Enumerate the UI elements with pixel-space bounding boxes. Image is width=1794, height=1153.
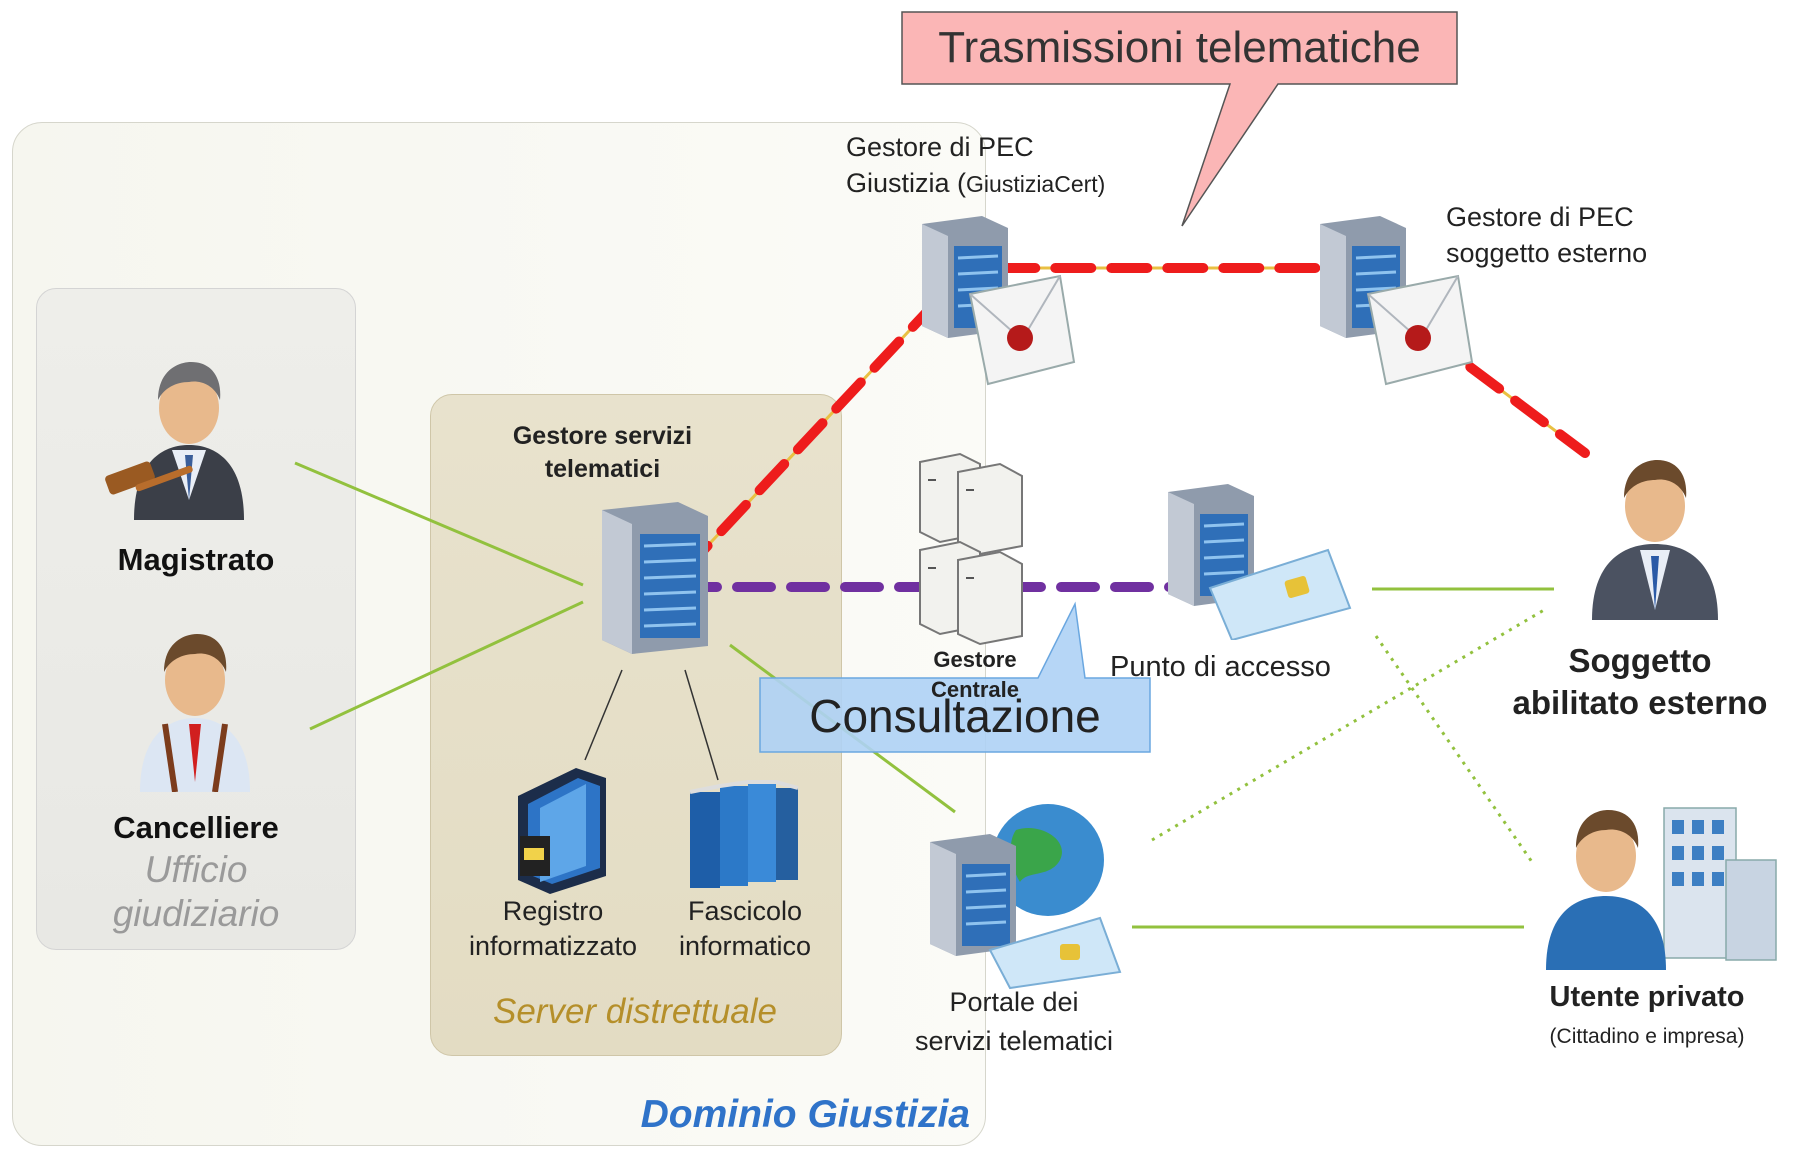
ufficio-giudiziario-label-line1: Ufficio (144, 849, 248, 890)
punto-accesso-label: Punto di accesso (1110, 651, 1331, 683)
gestore-servizi-server-icon (602, 502, 708, 654)
link-portale-soggetto-dotted (1151, 608, 1545, 842)
pec-giustizia-server-icon (922, 216, 1076, 386)
pec-giustizia-label-line2-a: Giustizia ( (846, 168, 967, 198)
gestore-centrale-label-line2: Centrale (930, 677, 1020, 702)
link-cancelliere-gestore (309, 600, 584, 731)
portale-label-line1: Portale dei (949, 987, 1079, 1017)
registro-binder-icon (518, 768, 606, 894)
fascicolo-label-line2: informatico (678, 931, 812, 961)
pec-giustizia-label-line2-b: GiustiziaCert) (966, 171, 1106, 197)
soggetto-label-line1: Soggetto (1568, 642, 1712, 679)
portale-label-line2: servizi telematici (914, 1026, 1114, 1056)
link-gestore-registro (584, 669, 623, 761)
consultation-label: Consultazione (809, 690, 1101, 742)
fascicolo-label-line1: Fascicolo (687, 896, 803, 926)
gestore-centrale-servers-icon (919, 452, 1023, 646)
registro-label-line1: Registro (502, 896, 604, 926)
utente-privato-person-building-icon (1546, 807, 1777, 970)
dominio-giustizia-label: Dominio Giustizia (640, 1093, 970, 1136)
utente-label-line1: Utente privato (1549, 981, 1745, 1013)
pec-giustizia-label-line1: Gestore di PEC (846, 132, 1034, 162)
soggetto-esterno-person-icon (1592, 460, 1718, 620)
server-distrettuale-label: Server distrettuale (492, 992, 778, 1031)
soggetto-label-line2: abilitato esterno (1512, 684, 1768, 721)
gestore-centrale-label-line1: Gestore (933, 647, 1017, 672)
pec-giustizia-label-line2: Giustizia (GiustiziaCert) (846, 166, 1166, 202)
title-text: Trasmissioni telematiche (938, 23, 1421, 72)
pec-transmission-route (678, 263, 1590, 577)
pec-esterno-label-line1: Gestore di PEC (1446, 202, 1634, 232)
link-magistrato-gestore (294, 461, 584, 587)
ufficio-giudiziario-label-line2: giudiziario (112, 893, 280, 934)
link-punto-utente-dotted (1374, 635, 1534, 863)
magistrato-icon (105, 362, 244, 520)
pec-esterno-server-icon (1320, 216, 1474, 386)
registro-label-line2: informatizzato (468, 931, 638, 961)
pec-esterno-label-line2: soggetto esterno (1446, 238, 1648, 268)
gestore-servizi-label-line1: Gestore servizi (512, 422, 693, 450)
cancelliere-icon (140, 634, 250, 792)
magistrato-label: Magistrato (117, 542, 275, 577)
cancelliere-label: Cancelliere (113, 810, 279, 845)
portale-server-globe-icon (930, 804, 1122, 990)
gestore-servizi-label-line2: telematici (544, 455, 661, 483)
fascicolo-books-icon (689, 780, 799, 888)
link-gestore-fascicolo (684, 669, 719, 781)
punto-accesso-server-icon (1168, 484, 1352, 640)
utente-label-line2: (Cittadino e impresa) (1549, 1025, 1745, 1048)
